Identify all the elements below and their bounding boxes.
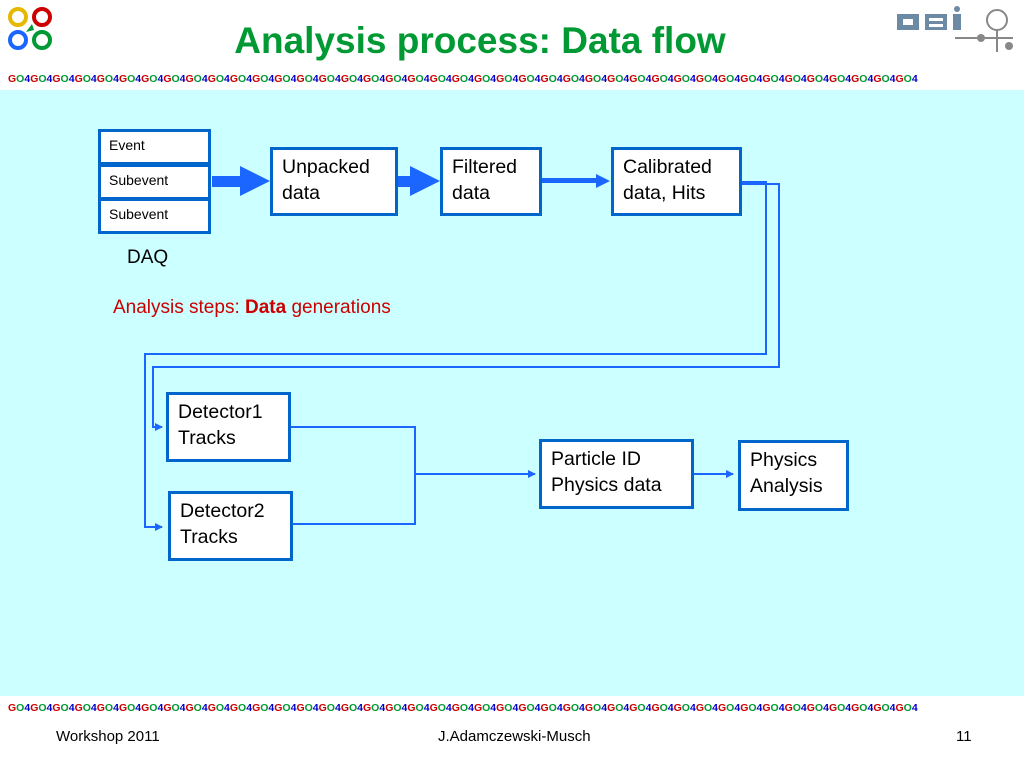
particle-id-box: Particle ID Physics data <box>539 439 694 509</box>
calibrated-line-2: data, Hits <box>623 182 706 204</box>
physics-line-1: Physics <box>750 449 818 471</box>
daq-event-label: Event <box>109 137 145 153</box>
filtered-data-box: Filtered data <box>440 147 542 216</box>
analysis-steps-note: Analysis steps: Data generations <box>113 297 391 319</box>
detector2-line-1: Detector2 <box>180 500 265 522</box>
detector1-line-1: Detector1 <box>178 401 263 423</box>
footer-event: Workshop 2011 <box>56 728 160 745</box>
gsi-logo-icon <box>897 6 1013 52</box>
daq-subevent-box-2: Subevent <box>98 198 211 234</box>
daq-label: DAQ <box>127 247 169 268</box>
go4-banner-top: GO4GO4GO4GO4GO4GO4GO4GO4GO4GO4GO4GO4GO4G… <box>8 73 918 85</box>
detector1-tracks-box: Detector1 Tracks <box>166 392 291 462</box>
unpacked-data-box: Unpacked data <box>270 147 398 216</box>
footer-author: J.Adamczewski-Musch <box>438 728 591 745</box>
steps-suffix: generations <box>286 297 391 318</box>
unpacked-line-1: Unpacked <box>282 156 370 178</box>
filtered-line-2: data <box>452 182 490 204</box>
detector1-line-2: Tracks <box>178 427 236 449</box>
detector2-line-2: Tracks <box>180 526 238 548</box>
calibrated-line-1: Calibrated <box>623 156 712 178</box>
daq-subevent-box-1: Subevent <box>98 164 211 200</box>
daq-subevent-label-2: Subevent <box>109 206 169 222</box>
steps-prefix: Analysis steps: <box>113 297 245 318</box>
daq-event-box: Event <box>98 129 211 165</box>
particle-id-line-1: Particle ID <box>551 448 641 470</box>
calibrated-data-box: Calibrated data, Hits <box>611 147 742 216</box>
filtered-line-1: Filtered <box>452 156 518 178</box>
particle-id-line-2: Physics data <box>551 474 662 496</box>
unpacked-line-2: data <box>282 182 320 204</box>
go4-logo-icon <box>8 7 52 50</box>
slide-title: Analysis process: Data flow <box>234 20 726 61</box>
footer-page-number: 11 <box>956 728 972 745</box>
daq-subevent-label-1: Subevent <box>109 172 169 188</box>
detector2-tracks-box: Detector2 Tracks <box>168 491 293 561</box>
steps-bold: Data <box>245 297 287 318</box>
physics-line-2: Analysis <box>750 475 823 497</box>
go4-banner-bottom: GO4GO4GO4GO4GO4GO4GO4GO4GO4GO4GO4GO4GO4G… <box>8 702 918 714</box>
physics-analysis-box: Physics Analysis <box>738 440 849 511</box>
